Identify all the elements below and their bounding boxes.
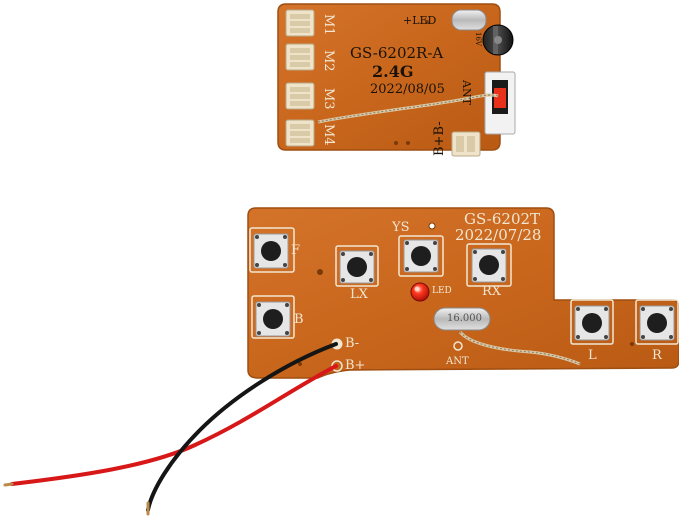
battery-connector xyxy=(451,131,481,157)
black-wire xyxy=(146,342,338,512)
motor-connector-m3 xyxy=(285,82,315,110)
transmitter-crystal xyxy=(433,307,491,331)
button-l xyxy=(574,305,610,341)
transmitter-board xyxy=(247,207,679,379)
button-ys xyxy=(403,239,439,273)
power-switch xyxy=(484,71,516,135)
button-lx xyxy=(339,250,375,284)
motor-connectors xyxy=(285,9,315,147)
button-b xyxy=(255,301,291,337)
button-f xyxy=(253,233,289,269)
red-led xyxy=(410,282,430,302)
capacitor xyxy=(482,24,514,56)
red-wire xyxy=(10,364,338,486)
receiver-board xyxy=(277,3,516,157)
silkscreen-outlines xyxy=(249,227,679,345)
power-wires xyxy=(3,342,338,516)
motor-connector-m2 xyxy=(285,43,315,71)
button-r xyxy=(639,305,675,341)
transmitter-antenna-wire xyxy=(458,330,581,366)
motor-connector-m4 xyxy=(285,119,315,147)
receiver-pcb xyxy=(277,3,501,151)
motor-connector-m1 xyxy=(285,9,315,37)
receiver-crystal xyxy=(451,9,487,31)
button-rx xyxy=(471,248,507,283)
